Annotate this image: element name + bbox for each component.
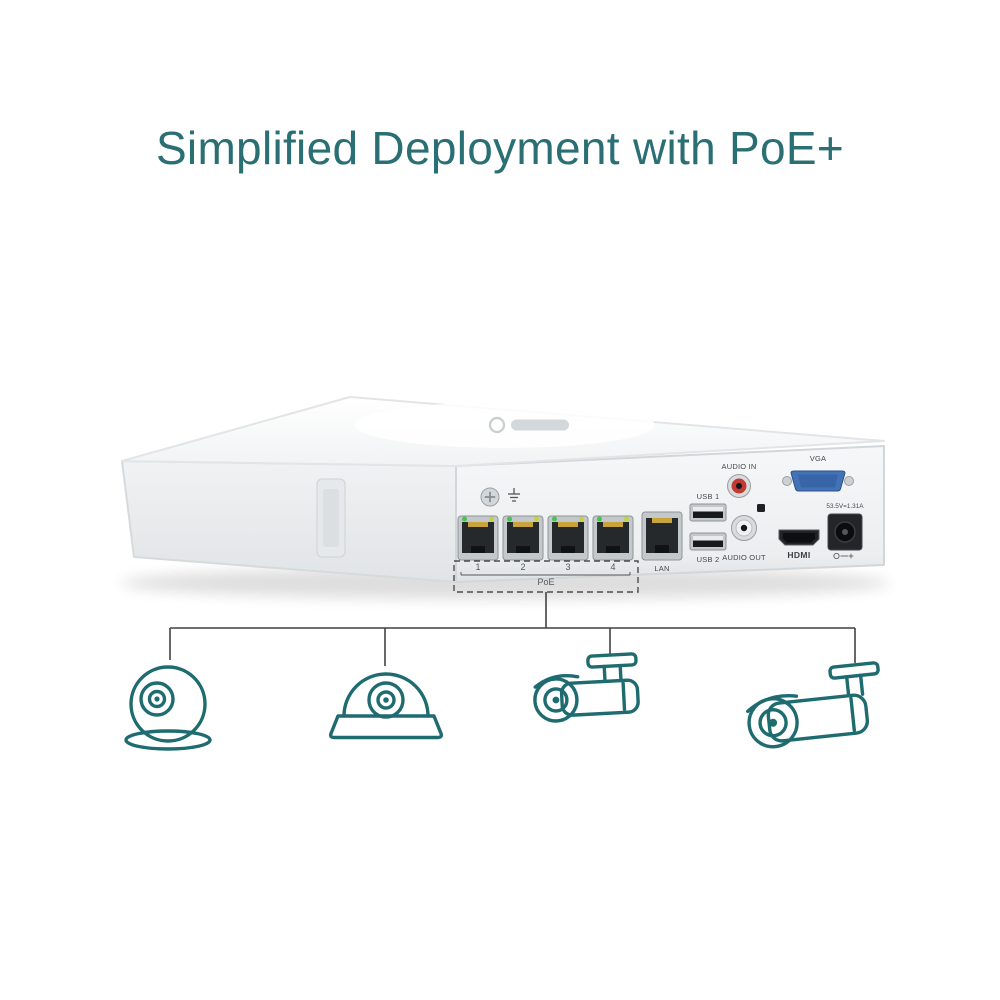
power-jack [827,513,863,551]
poe-led-amber [579,516,584,522]
poe-led-green [552,516,557,522]
reset-pinhole [757,504,765,512]
turret-camera-icon [328,672,444,740]
usb2-label: USB 2 [697,555,720,564]
lan-label: LAN [654,564,669,573]
poe-port-number-1: 1 [475,562,480,572]
poe-led-amber [534,516,539,522]
poe-port-number-2: 2 [520,562,525,572]
audio-out-label: AUDIO OUT [722,553,766,562]
poe-port-2 [502,515,544,561]
dome-camera-icon [124,665,212,751]
power-polarity-icon [833,552,854,560]
poe-port-3 [547,515,589,561]
poe-led-amber [624,516,629,522]
audio-in-label: AUDIO IN [722,462,757,471]
usb-port-1 [689,503,727,522]
poe-led-green [462,516,467,522]
side-vent [316,478,346,558]
device-side-face [121,460,457,583]
brand-logo [488,416,569,434]
lan-port [641,511,683,561]
power-rating-label: 53.5V=1.31A [826,503,864,510]
page-title: Simplified Deployment with PoE+ [155,122,845,174]
hdmi-label: HDMI [787,550,810,560]
bullet-camera-small-icon [533,652,640,723]
poe-led-green [597,516,602,522]
poe-group-bracket [460,572,631,576]
poe-port-number-3: 3 [565,562,570,572]
vga-label: VGA [810,454,826,463]
ground-symbol-icon [508,488,520,502]
hdmi-port [778,529,820,546]
poe-led-amber [489,516,494,522]
poe-led-green [507,516,512,522]
audio-out-jack [731,515,757,541]
poe-port-number-4: 4 [610,562,615,572]
usb-port-2 [689,532,727,551]
poe-group-label: PoE [537,577,554,587]
vga-port [782,470,854,492]
device-shadow [120,567,890,599]
ground-screw [480,487,500,507]
usb1-label: USB 1 [697,492,720,501]
audio-in-jack [727,474,751,498]
poe-highlight-box [453,560,639,593]
poe-port-1 [457,515,499,561]
bullet-camera-large-icon [746,661,880,749]
poe-port-4 [592,515,634,561]
